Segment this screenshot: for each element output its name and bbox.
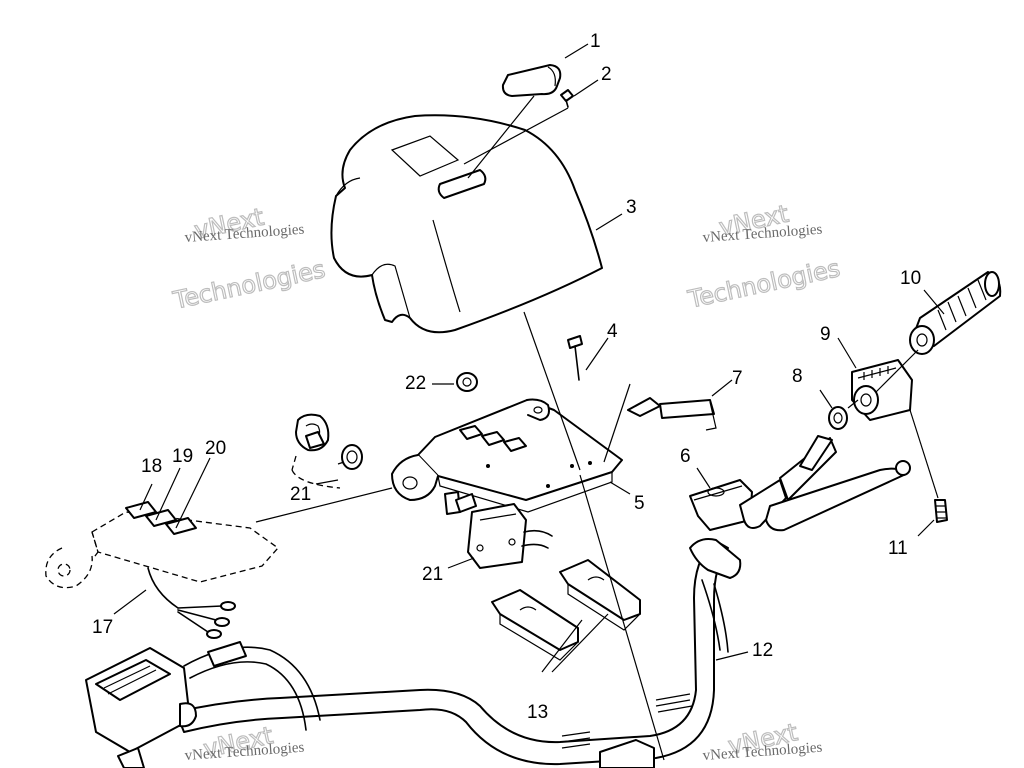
watermark-top-right: vNext Technologies [684, 199, 843, 314]
part-11-screw [934, 499, 948, 523]
callout-7: 7 [732, 368, 743, 389]
callout-3: 3 [626, 197, 637, 218]
callout-4: 4 [607, 321, 618, 342]
callout-17: 17 [92, 617, 113, 638]
callout-19: 19 [172, 446, 193, 467]
callout-5: 5 [634, 493, 645, 514]
callout-20: 20 [205, 438, 226, 459]
left-control-pod [85, 641, 321, 768]
part-21-key-switch [291, 413, 363, 489]
callout-13: 13 [527, 702, 548, 723]
callout-22: 22 [405, 373, 426, 394]
watermark-top-left: vNext Technologies [169, 202, 328, 315]
watermark-word-2: Technologies [170, 255, 328, 315]
callout-12: 12 [752, 640, 773, 661]
part-2-screw [560, 89, 574, 108]
callout-21-lower: 21 [422, 564, 443, 585]
callout-labels: 1 2 3 4 22 7 8 9 10 6 5 11 12 13 18 19 2… [92, 31, 921, 723]
callout-6: 6 [680, 446, 691, 467]
part-4-bolt [567, 335, 583, 381]
callout-1: 1 [590, 31, 601, 52]
callout-21-upper: 21 [290, 484, 311, 505]
callout-18: 18 [141, 456, 162, 477]
part-8-washer [828, 406, 848, 430]
part-7-clip [627, 397, 717, 431]
part-13-clamp-a [559, 559, 641, 631]
callout-10: 10 [900, 268, 921, 289]
callout-9: 9 [820, 324, 831, 345]
part-21-switch [444, 491, 553, 569]
part-10-grip [909, 271, 1002, 355]
part-9-throttle-housing [851, 359, 913, 421]
watermark-word-2: Technologies [685, 254, 843, 314]
part-22-washer [456, 372, 478, 392]
callout-2: 2 [601, 64, 612, 85]
bottom-clamp [599, 739, 655, 768]
part-12-handlebar [175, 538, 742, 766]
callout-8: 8 [792, 366, 803, 387]
part-5-bracket [391, 398, 623, 513]
part-6-master-cylinder [689, 435, 911, 532]
leader-lines [113, 43, 945, 761]
watermark-brand-bottom-right: vNext Technologies [702, 740, 823, 764]
callout-11: 11 [888, 538, 908, 559]
part-1-pad [501, 64, 562, 97]
part-17-harness [147, 567, 236, 639]
switch-panel [45, 501, 279, 589]
part-13-clamp-b [491, 589, 579, 661]
part-3-cover [330, 114, 603, 334]
